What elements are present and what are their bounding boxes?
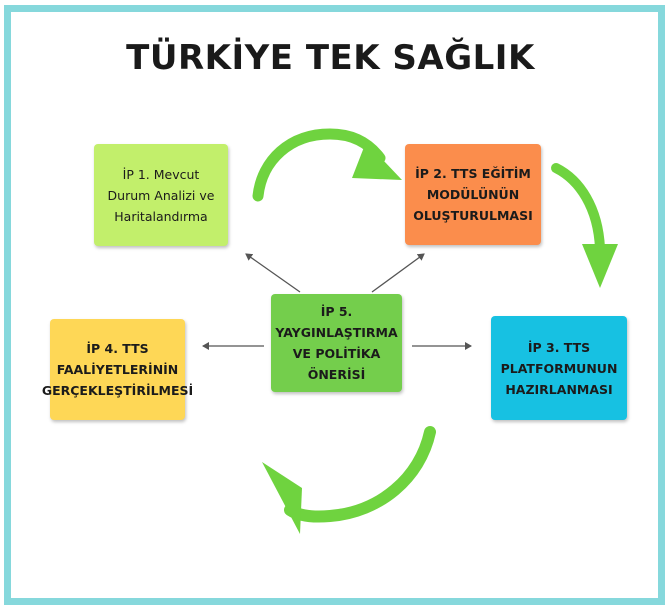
- box-ip2-line: MODÜLÜNÜN: [426, 187, 520, 202]
- box-ip5-line: YAYGINLAŞTIRMA: [275, 325, 398, 340]
- box-ip5-line: İP 5.: [320, 304, 353, 319]
- page-title: TÜRKİYE TEK SAĞLIK: [126, 38, 535, 78]
- box-ip4-line: GERÇEKLEŞTİRİLMESİ: [41, 383, 194, 398]
- box-ip4: İP 4. TTS FAALİYETLERİNİN GERÇEKLEŞTİRİL…: [42, 319, 193, 420]
- box-ip3: İP 3. TTS PLATFORMUNUN HAZIRLANMASI: [491, 316, 627, 420]
- box-ip5-line: VE POLİTİKA: [292, 346, 381, 361]
- box-ip2: İP 2. TTS EĞİTİM MODÜLÜNÜN OLUŞTURULMASI: [405, 144, 541, 245]
- box-ip5: İP 5. YAYGINLAŞTIRMA VE POLİTİKA ÖNERİSİ: [271, 294, 402, 392]
- connector-arrow-icon: [245, 253, 301, 293]
- box-ip4-line: İP 4. TTS: [86, 341, 149, 356]
- box-ip1: İP 1. Mevcut Durum Analizi ve Haritaland…: [94, 144, 228, 246]
- box-ip1-line: Haritalandırma: [114, 208, 208, 224]
- box-ip2-line: İP 2. TTS EĞİTİM: [415, 166, 531, 181]
- curved-arrow-icon: [551, 163, 618, 288]
- box-ip3-line: İP 3. TTS: [527, 339, 591, 355]
- box-ip4-line: FAALİYETLERİNİN: [56, 362, 179, 377]
- box-ip5-line: ÖNERİSİ: [307, 367, 366, 382]
- connector-arrow-icon: [371, 253, 425, 293]
- box-ip2-line: OLUŞTURULMASI: [413, 208, 533, 223]
- box-ip3-line: HAZIRLANMASI: [505, 381, 613, 397]
- box-ip3-line: PLATFORMUNUN: [500, 360, 618, 376]
- box-ip1-line: Durum Analizi ve: [107, 187, 215, 203]
- curved-arrow-icon: [262, 426, 436, 534]
- box-ip1-line: İP 1. Mevcut: [122, 166, 200, 182]
- curved-arrow-icon: [252, 128, 402, 202]
